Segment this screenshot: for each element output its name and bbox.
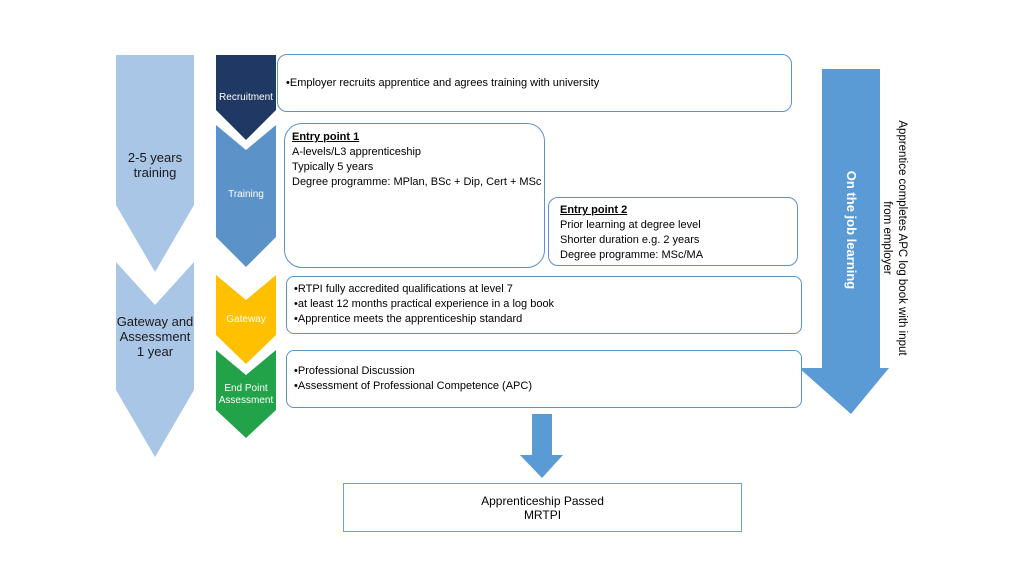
period-training-line2: training xyxy=(133,165,177,180)
epa-box: •Professional Discussion •Assessment of … xyxy=(286,350,802,408)
on-job-arrow xyxy=(799,69,889,414)
stage-label-training: Training xyxy=(228,189,264,200)
epa-line2: •Assessment of Professional Competence (… xyxy=(294,380,533,392)
epa-line1: •Professional Discussion xyxy=(294,365,415,377)
stage-chevron-training xyxy=(216,125,276,267)
result-line1: Apprenticeship Passed xyxy=(481,494,604,508)
on-job-label: On the job learning xyxy=(842,150,860,310)
period-training-line1: 2-5 years xyxy=(127,150,183,165)
stage-chevron-gateway xyxy=(216,275,276,364)
entry-point-2-line3: Degree programme: MSc/MA xyxy=(560,249,704,261)
gateway-line3: •Apprentice meets the apprenticeship sta… xyxy=(294,313,523,325)
entry-point-1-line3: Degree programme: MPlan, BSc + Dip, Cert… xyxy=(292,176,542,188)
stage-chevron-epa xyxy=(216,350,276,438)
stage-chevron-recruitment xyxy=(216,55,276,140)
entry-point-1-line1: A-levels/L3 apprenticeship xyxy=(292,146,422,158)
period-chevron-gateway xyxy=(116,262,194,457)
gateway-box: •RTPI fully accredited qualifications at… xyxy=(286,276,802,334)
stage-label-epa: End Point Assessment xyxy=(210,383,282,407)
recruitment-text: •Employer recruits apprentice and agrees… xyxy=(286,77,600,89)
period-gateway-line1: Gateway and xyxy=(116,314,194,329)
result-line2: MRTPI xyxy=(523,508,562,522)
gateway-line1: •RTPI fully accredited qualifications at… xyxy=(294,283,513,295)
period-label-gateway: Gateway and Assessment 1 year xyxy=(110,314,200,359)
on-job-text: On the job learning xyxy=(844,170,859,290)
period-gateway-line2: Assessment xyxy=(119,329,191,344)
entry-point-1-line2: Typically 5 years xyxy=(292,161,374,173)
stage-epa-line1: End Point xyxy=(224,383,268,394)
entry-point-1-title: Entry point 1 xyxy=(292,131,360,143)
stage-epa-line2: Assessment xyxy=(218,395,274,406)
stage-label-recruitment: Recruitment xyxy=(219,92,273,103)
period-gateway-line3: 1 year xyxy=(136,344,174,359)
side-note: Apprentice completes APC log book with i… xyxy=(877,108,909,368)
entry-point-2-line1: Prior learning at degree level xyxy=(560,219,701,231)
side-note-line1: Apprentice completes APC log book with i… xyxy=(896,120,908,356)
stage-label-gateway: Gateway xyxy=(226,314,266,325)
period-label-training: 2-5 years training xyxy=(116,150,194,180)
entry-point-2-line2: Shorter duration e.g. 2 years xyxy=(560,234,700,246)
gateway-line2: •at least 12 months practical experience… xyxy=(294,298,555,310)
entry-point-1-box: Entry point 1 A-levels/L3 apprenticeship… xyxy=(284,123,545,268)
entry-point-2-box: Entry point 2 Prior learning at degree l… xyxy=(548,197,798,266)
result-box: Apprenticeship Passed MRTPI xyxy=(343,483,742,532)
entry-point-2-title: Entry point 2 xyxy=(560,204,628,216)
period-chevron-training xyxy=(116,55,194,272)
recruitment-box: •Employer recruits apprentice and agrees… xyxy=(277,54,792,112)
side-note-line2: from employer xyxy=(881,201,893,275)
result-arrow xyxy=(520,414,563,478)
